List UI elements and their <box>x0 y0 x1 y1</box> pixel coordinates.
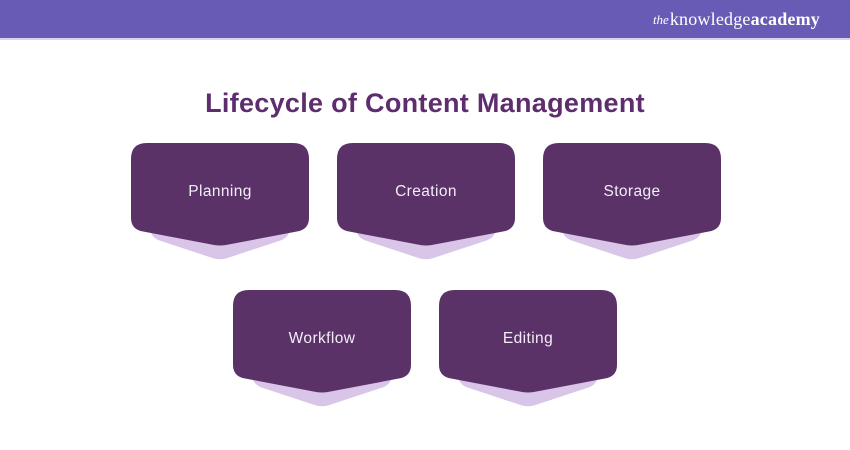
banner-shape <box>439 290 617 407</box>
process-box-editing: Editing <box>439 290 617 412</box>
process-box-workflow: Workflow <box>233 290 411 412</box>
logo-academy: academy <box>750 8 820 29</box>
process-box-storage: Storage <box>543 143 721 265</box>
process-box-planning: Planning <box>131 143 309 265</box>
page-title: Lifecycle of Content Management <box>205 88 645 119</box>
logo-knowledge: knowledge <box>669 8 751 29</box>
banner-shape <box>131 143 309 260</box>
box-label: Workflow <box>288 330 356 347</box>
box-label: Creation <box>395 183 457 200</box>
process-box-creation: Creation <box>337 143 515 265</box>
header-bar <box>0 0 850 40</box>
banner-shape <box>233 290 411 407</box>
banner-shape <box>543 143 721 260</box>
box-label: Editing <box>502 330 554 347</box>
box-label: Storage <box>603 183 661 200</box>
box-label: Planning <box>188 183 252 200</box>
logo-the: the <box>652 12 669 27</box>
banner-shape <box>337 143 515 260</box>
